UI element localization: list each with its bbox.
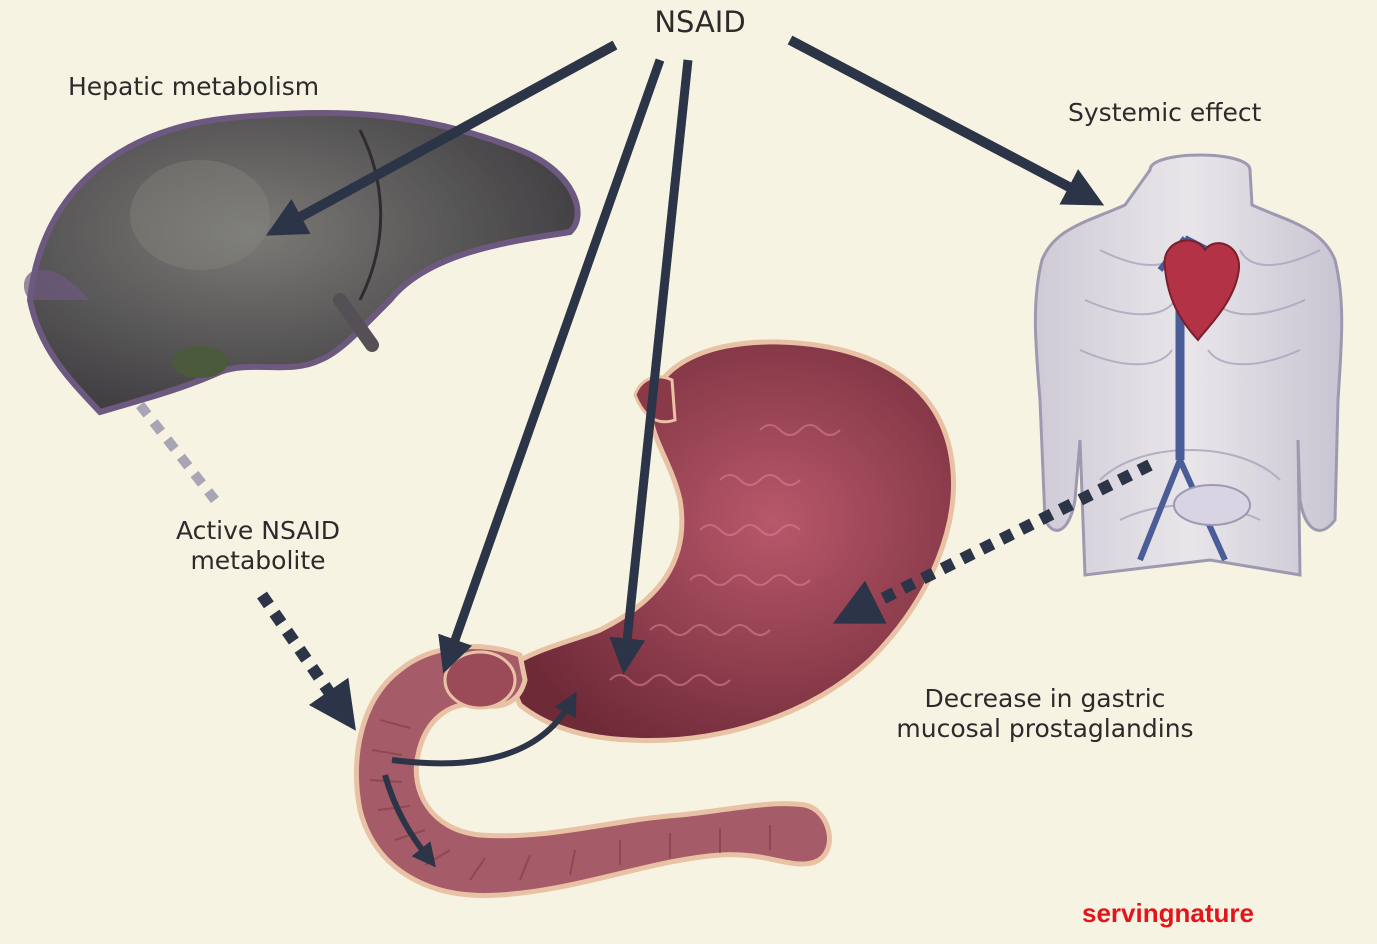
hepatic-metabolism-label: Hepatic metabolism <box>68 72 319 102</box>
nsaid-to-systemic-arrow <box>790 40 1090 198</box>
prostaglandin-decrease-label: Decrease in gastric mucosal prostaglandi… <box>850 684 1240 744</box>
liver-icon <box>24 113 578 412</box>
decrease-line2: mucosal prostaglandins <box>850 714 1240 744</box>
active-metabolite-line2: metabolite <box>128 546 388 576</box>
active-metabolite-label: Active NSAID metabolite <box>128 516 388 576</box>
stomach-icon <box>505 342 953 741</box>
watermark: servingnature <box>1082 898 1254 928</box>
systemic-effect-label: Systemic effect <box>1068 98 1261 128</box>
active-metabolite-line1: Active NSAID <box>128 516 388 546</box>
nsaid-label: NSAID <box>600 4 800 40</box>
decrease-line1: Decrease in gastric <box>850 684 1240 714</box>
torso-icon <box>1035 155 1341 575</box>
